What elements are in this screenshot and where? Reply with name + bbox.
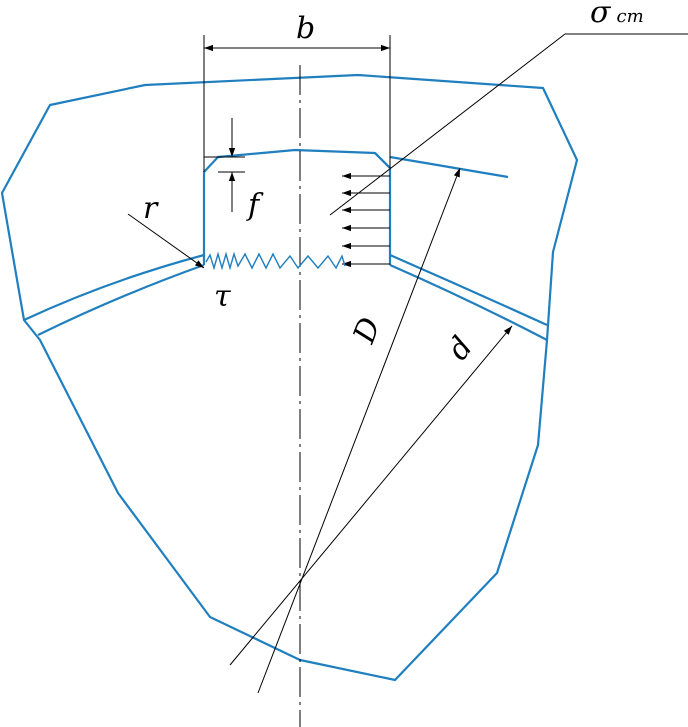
b-label: b xyxy=(296,11,315,46)
hub-top-arc-right xyxy=(389,155,509,179)
shaft-outer-arc-left xyxy=(37,263,205,336)
r-leader xyxy=(127,213,205,269)
shear-zigzag xyxy=(205,251,346,271)
pressure-arrows xyxy=(342,172,390,268)
hub-outline xyxy=(0,73,579,682)
d-dimension-line xyxy=(229,325,513,666)
r-label: r xyxy=(143,191,159,226)
d-label: d xyxy=(441,330,480,367)
shaft-inner-arc-left xyxy=(23,253,205,321)
tau-label: τ xyxy=(214,279,231,314)
sigma-leader xyxy=(329,33,566,216)
shaft-outer-arc-right xyxy=(389,263,548,341)
tooth-chamfer-right xyxy=(374,152,391,169)
f-label: f xyxy=(246,188,264,223)
D-dimension-line xyxy=(257,167,461,694)
D-label: D xyxy=(346,313,388,349)
shaft-inner-arc-right xyxy=(389,253,548,327)
